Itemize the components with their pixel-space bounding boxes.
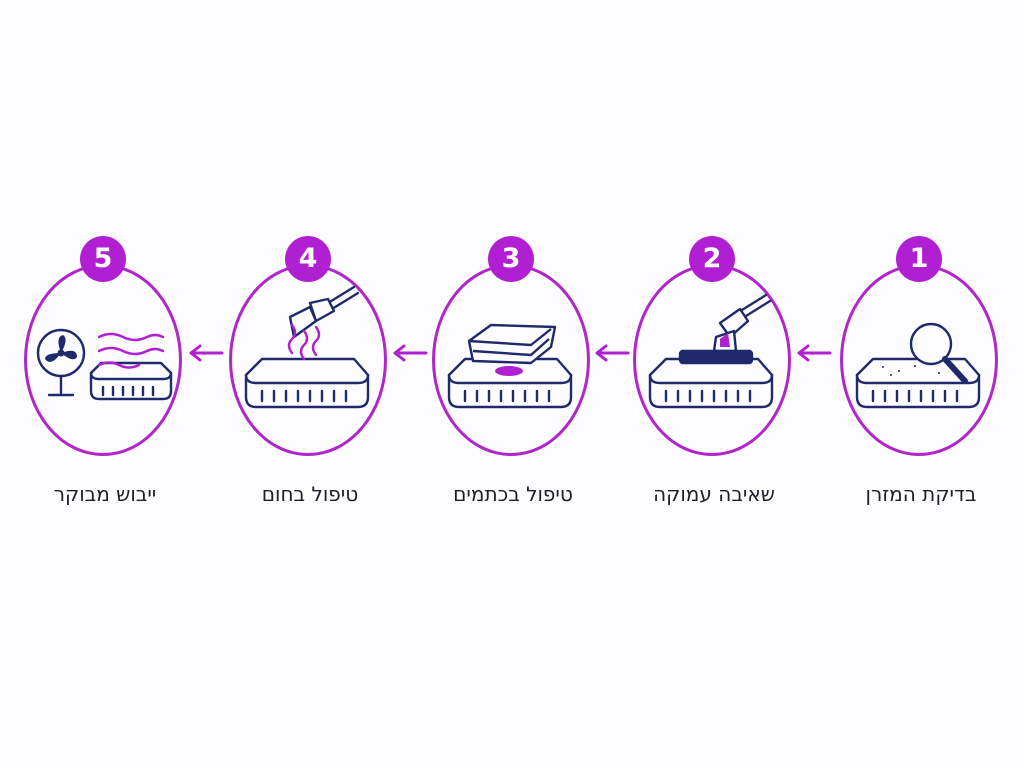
step-5: 5 ייבוש מבוקר (24, 236, 186, 506)
step-1-label: בדיקת המזרן (865, 482, 977, 506)
step-5-circle (24, 264, 182, 456)
arrow-left-icon (393, 344, 428, 362)
step-3: 3 טיפול בכתמים (432, 236, 594, 506)
step-2-label: שאיבה עמוקה (653, 482, 775, 506)
step-3-circle (432, 264, 590, 456)
step-1-badge: 1 (896, 236, 942, 282)
step-4: 4 טיפול בחום (229, 236, 391, 506)
step-1: 1 בדיקת המזרן (840, 236, 1002, 506)
step-4-badge: 4 (285, 236, 331, 282)
step-2-badge: 2 (689, 236, 735, 282)
step-3-label: טיפול בכתמים (453, 482, 573, 506)
fan-drying-mattress-icon (36, 328, 173, 401)
towel-stain-mattress-icon (447, 323, 573, 409)
step-1-circle (840, 264, 998, 456)
step-4-label: טיפול בחום (261, 482, 359, 506)
steam-mattress-icon (244, 285, 370, 409)
magnifier-mattress-icon (855, 322, 981, 409)
vacuum-mattress-icon (648, 293, 774, 409)
step-5-label: ייבוש מבוקר (53, 482, 157, 506)
step-2: 2 שאיבה עמוקה (633, 236, 795, 506)
step-5-badge: 5 (80, 236, 126, 282)
arrow-left-icon (595, 344, 630, 362)
arrow-left-icon (189, 344, 224, 362)
step-2-circle (633, 264, 791, 456)
step-3-badge: 3 (488, 236, 534, 282)
step-4-circle (229, 264, 387, 456)
arrow-left-icon (797, 344, 832, 362)
